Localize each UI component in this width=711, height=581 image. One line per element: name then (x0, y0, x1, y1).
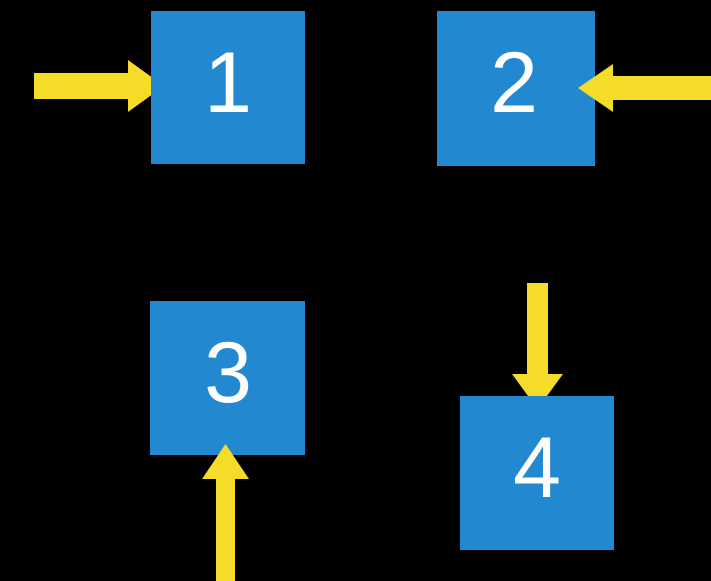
arrow-up-into-node-3 (202, 444, 249, 581)
node-label-2: 2 (490, 35, 538, 131)
node-label-1: 1 (204, 35, 252, 131)
node-label-3: 3 (204, 325, 252, 421)
arrow-left-into-node-2 (578, 64, 711, 112)
node-label-4: 4 (513, 420, 561, 516)
arrow-down-into-node-4 (512, 283, 563, 409)
node-box-2[interactable] (437, 11, 595, 166)
arrow-right-shape (34, 60, 164, 112)
node-box-3[interactable] (150, 301, 305, 455)
arrow-right-into-node-1 (34, 60, 164, 112)
arrow-left-shape (578, 64, 711, 112)
node-box-1[interactable] (151, 11, 305, 164)
node-box-4[interactable] (460, 396, 614, 550)
arrow-down-shape (512, 283, 563, 409)
arrow-up-shape (202, 444, 249, 581)
